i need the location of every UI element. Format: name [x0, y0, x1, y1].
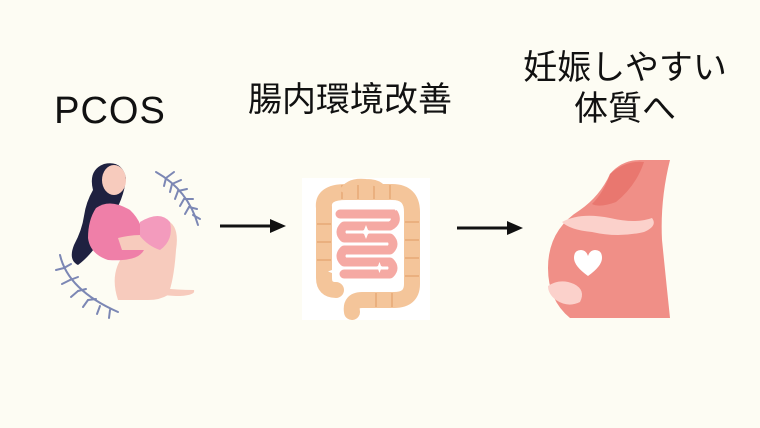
large-intestine [315, 184, 420, 320]
step-label-pcos: PCOS [54, 90, 166, 132]
step-label-pregnancy-line2: 体質へ [574, 89, 676, 130]
step-label-gut: 腸内環境改善 [248, 80, 452, 120]
upper-tube [339, 178, 387, 194]
upper-hand [562, 215, 654, 235]
sparkles [328, 200, 401, 277]
feet [158, 288, 195, 296]
arrow-right-icon-2 [457, 221, 523, 235]
leaf-branch-left [55, 254, 119, 319]
heart-icon [574, 250, 602, 276]
belly-body [548, 160, 670, 318]
lower-hand [548, 281, 582, 305]
belly-shirt-shade [592, 161, 644, 206]
knee-wrap [140, 216, 171, 250]
arrow-right-icon [220, 219, 286, 233]
intestine-icon [302, 178, 430, 320]
woman-sitting-icon [55, 163, 201, 319]
pregnant-belly-icon [548, 160, 670, 318]
step-label-pregnancy-line1: 妊娠しやすい [523, 48, 727, 88]
leaf-branch-right [155, 171, 201, 226]
step-label-pregnancy: 妊娠しやすい 体質へ [490, 48, 760, 131]
head [102, 165, 126, 195]
small-intestine [335, 209, 400, 279]
torso-top [88, 203, 145, 261]
